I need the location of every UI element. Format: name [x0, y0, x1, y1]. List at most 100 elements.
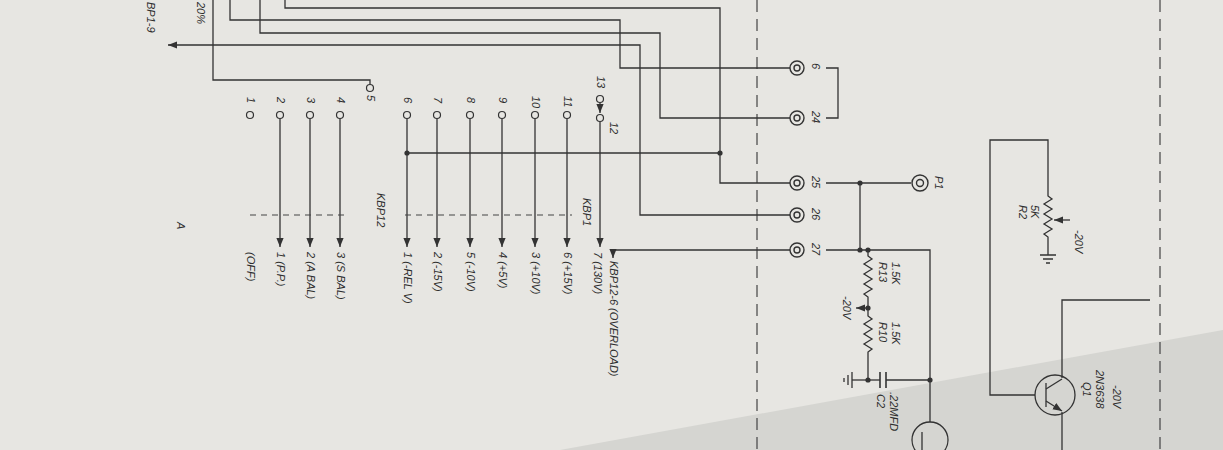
- contact-number: 11: [562, 96, 573, 107]
- boundary-dashed-line: [1159, 0, 1160, 450]
- component-label: 2N3638: [1094, 370, 1105, 409]
- switch-position: 7 (130V): [592, 252, 603, 294]
- pin-number: 25: [810, 176, 821, 188]
- connector-pin: [790, 176, 804, 190]
- switch-position: 6 (+15V): [562, 252, 573, 295]
- wire: [407, 152, 720, 153]
- junction-dot: [857, 247, 862, 252]
- component-label: 1.5K: [890, 322, 901, 345]
- pin-number: 6: [810, 63, 821, 69]
- paper-shade: [560, 330, 1223, 450]
- switch-position: 3 (+10V): [530, 252, 541, 295]
- wire: [260, 0, 790, 118]
- wire: [469, 119, 470, 248]
- capacitor-symbol: [879, 372, 881, 388]
- junction-dot: [404, 150, 932, 382]
- switch-name: KBP1: [581, 198, 592, 226]
- contact-number: 3: [305, 97, 316, 103]
- connector-pin: [794, 115, 800, 121]
- boundary-dashed-line: [757, 0, 1160, 450]
- pin-number: 26: [810, 208, 821, 220]
- component-label: C2: [875, 394, 886, 408]
- gang-dashed-line: [250, 214, 345, 215]
- pin-number: 27: [810, 243, 821, 255]
- wire: [436, 119, 437, 248]
- connector-pin: [912, 175, 928, 191]
- wire: [990, 140, 1052, 395]
- contact-number: 12: [608, 122, 619, 134]
- wire: [168, 0, 1150, 450]
- wire: [279, 119, 280, 248]
- transistor-symbol: [921, 432, 922, 450]
- transistor-symbol: [1035, 375, 1075, 415]
- wire: [864, 250, 872, 308]
- contact-number: 9: [497, 97, 508, 103]
- connector-pin: [794, 212, 800, 218]
- component-label: -20V: [841, 296, 852, 319]
- wire: [230, 0, 790, 68]
- connector-pin: [794, 247, 800, 253]
- wire: [213, 0, 370, 85]
- connector-pin: [794, 180, 800, 186]
- wire: [1061, 412, 1062, 450]
- contact-number: 4: [335, 97, 346, 103]
- junction-dot: [865, 377, 870, 382]
- wire: [826, 68, 838, 118]
- connector-pin: [917, 180, 924, 187]
- switch-position: 5 (-10V): [465, 252, 476, 292]
- wire: [613, 250, 790, 258]
- switch-contact: [247, 112, 254, 119]
- switch-position: (OFF): [245, 252, 256, 281]
- switch-contact: [597, 115, 604, 122]
- contact-number: 5: [365, 95, 376, 101]
- component-label: -20V: [1073, 230, 1084, 253]
- wire: [864, 308, 872, 380]
- wire: [859, 183, 860, 250]
- switch-contact: [307, 112, 314, 119]
- contact-number: 6: [402, 97, 413, 103]
- connector-pin: [790, 61, 804, 75]
- component-label: R10: [877, 322, 888, 342]
- transistor-symbol: [1046, 379, 1062, 389]
- gang-dashed-line: [405, 214, 572, 215]
- capacitor-symbol: [885, 372, 887, 388]
- component-label: R13: [877, 262, 888, 282]
- tolerance-label: 20%: [195, 2, 206, 24]
- wire: [1054, 219, 1070, 220]
- switch-position: 1 (-REL V): [402, 252, 413, 304]
- switch-position: 3 (S BAL): [335, 252, 346, 300]
- component-label: -20V: [1111, 385, 1122, 408]
- switch-position: 2 (-15V): [432, 252, 443, 292]
- component-label: 1.5K: [890, 262, 901, 285]
- switch-contact: [532, 112, 539, 119]
- switch-position: 2 (A BAL): [305, 252, 316, 299]
- contact-number: 8: [465, 97, 476, 103]
- switch-position: KBP12-6 (OVERLOAD): [608, 261, 619, 377]
- contact-number: 2: [275, 97, 286, 103]
- wire: [339, 119, 340, 248]
- gang-dashed-line: [250, 214, 572, 215]
- contact-number: 1: [245, 97, 256, 103]
- switch-contact: [564, 112, 571, 119]
- wire: [826, 182, 911, 183]
- wire: [168, 45, 790, 215]
- sheet-label: A: [175, 222, 186, 229]
- wire: [599, 122, 600, 248]
- transistor-symbol: [912, 422, 948, 450]
- component-label: R2: [1017, 205, 1028, 219]
- wire: [406, 119, 407, 248]
- switch-contact: [277, 112, 284, 119]
- reference-label: BP1-9: [145, 2, 156, 33]
- paper-shade: [560, 330, 1223, 450]
- switch-contact: [434, 112, 441, 119]
- pin-number: 24: [810, 111, 821, 123]
- switch-contact: [499, 112, 506, 119]
- junction-dot: [857, 180, 862, 185]
- transistor-symbol: [912, 375, 1075, 450]
- connector-pin: [790, 61, 928, 257]
- switch-contact: [467, 112, 474, 119]
- pin-number: P1: [933, 176, 944, 189]
- contact-number: 10: [530, 96, 541, 108]
- wire: [886, 379, 930, 380]
